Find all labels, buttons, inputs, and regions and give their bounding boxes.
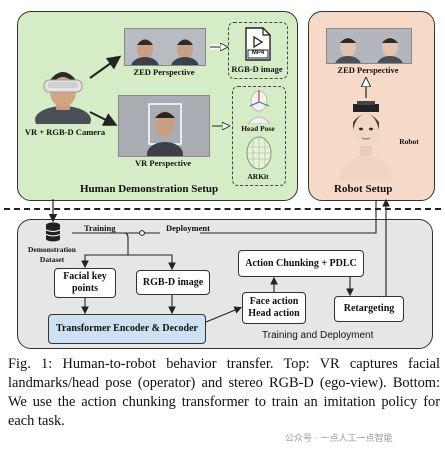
database-icon — [45, 222, 61, 242]
vr-perspective-label: VR Perspective — [135, 158, 191, 168]
rgbd-image-box: RGB-D image — [136, 270, 210, 295]
training-deployment-title: Training and Deployment — [262, 330, 374, 341]
rgbd-image-label: RGB-D image — [231, 64, 283, 74]
action-chunking-box: Action Chunking + PDLC — [238, 250, 364, 277]
figure-caption: Fig. 1: Human-to-robot behavior transfer… — [8, 356, 440, 429]
rgbd-image-group — [228, 22, 288, 79]
zed-perspective-photo — [124, 28, 206, 66]
robot-photo — [335, 100, 397, 180]
vr-perspective-photo — [118, 95, 210, 157]
face-head-action-box: Face action Head action — [242, 292, 306, 324]
arkit-label: ARKit — [247, 172, 269, 181]
robot-zed-perspective-photo — [326, 28, 412, 64]
robot-setup-title: Robot Setup — [334, 183, 393, 195]
face-tracking-group — [232, 86, 286, 186]
facial-key-points-box: Facial key points — [54, 268, 116, 298]
robot-label: Robot — [399, 137, 419, 146]
operator-photo — [32, 58, 94, 124]
transformer-box: Transformer Encoder & Decoder — [48, 314, 206, 344]
head-pose-icon — [245, 88, 273, 125]
robot-zed-perspective-label: ZED Perspective — [337, 65, 399, 75]
watermark-text: 公众号 · 一点人工一点智能 — [285, 434, 393, 444]
dataset-label: Demonstration Dataset — [28, 245, 76, 264]
head-pose-label: Head Pose — [241, 124, 275, 133]
deployment-label: Deployment — [166, 223, 210, 233]
section-divider — [4, 208, 441, 210]
training-label: Training — [84, 223, 116, 233]
face-mesh-icon — [245, 135, 273, 171]
mp4-icon-text: MP4 — [251, 50, 265, 56]
zed-perspective-label: ZED Perspective — [133, 67, 195, 77]
mp4-file-icon — [243, 26, 273, 62]
retargeting-box: Retargeting — [334, 296, 404, 322]
vr-camera-label: VR + RGB-D Camera — [24, 127, 106, 137]
human-setup-title: Human Demonstration Setup — [80, 183, 219, 195]
